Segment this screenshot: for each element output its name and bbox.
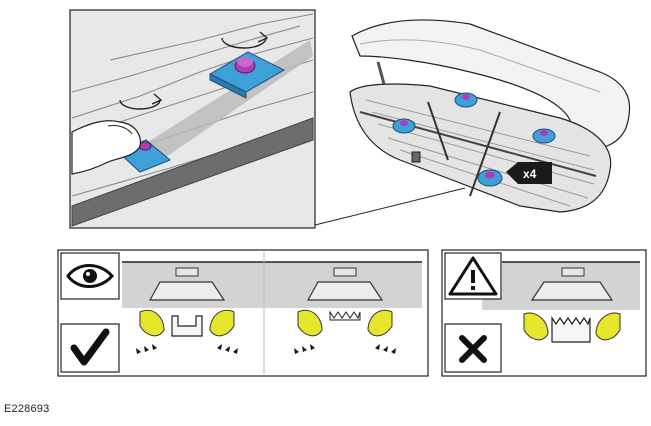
warning-triangle-icon	[444, 252, 502, 300]
quantity-callout: x4	[506, 162, 552, 184]
clamp-jaws-closed-1	[136, 267, 238, 354]
clamp-marker	[454, 92, 478, 108]
image-code: E228693	[4, 403, 50, 415]
rotate-arrow-upper	[221, 31, 269, 49]
roof-box-illustration	[349, 19, 631, 213]
cross-icon	[444, 323, 502, 373]
clamp-marker	[477, 169, 503, 187]
clamp-marker	[392, 118, 416, 134]
roof-bar	[71, 117, 314, 227]
check-icon	[60, 323, 120, 373]
clamp-jaws-closed-2	[294, 267, 396, 354]
hand-illustration	[71, 120, 141, 175]
panel-incorrect-fitment	[441, 249, 647, 377]
panel-correct-fitment	[57, 249, 429, 377]
quantity-label: x4	[523, 167, 537, 181]
clamp-upper	[208, 51, 286, 99]
callout-leader-line	[314, 187, 466, 226]
clamp-marker	[532, 128, 556, 144]
clamp-jaws-incorrect	[523, 267, 621, 343]
detail-inset	[69, 9, 316, 229]
rotate-arrow-lower	[119, 93, 163, 110]
eye-icon	[60, 252, 120, 300]
